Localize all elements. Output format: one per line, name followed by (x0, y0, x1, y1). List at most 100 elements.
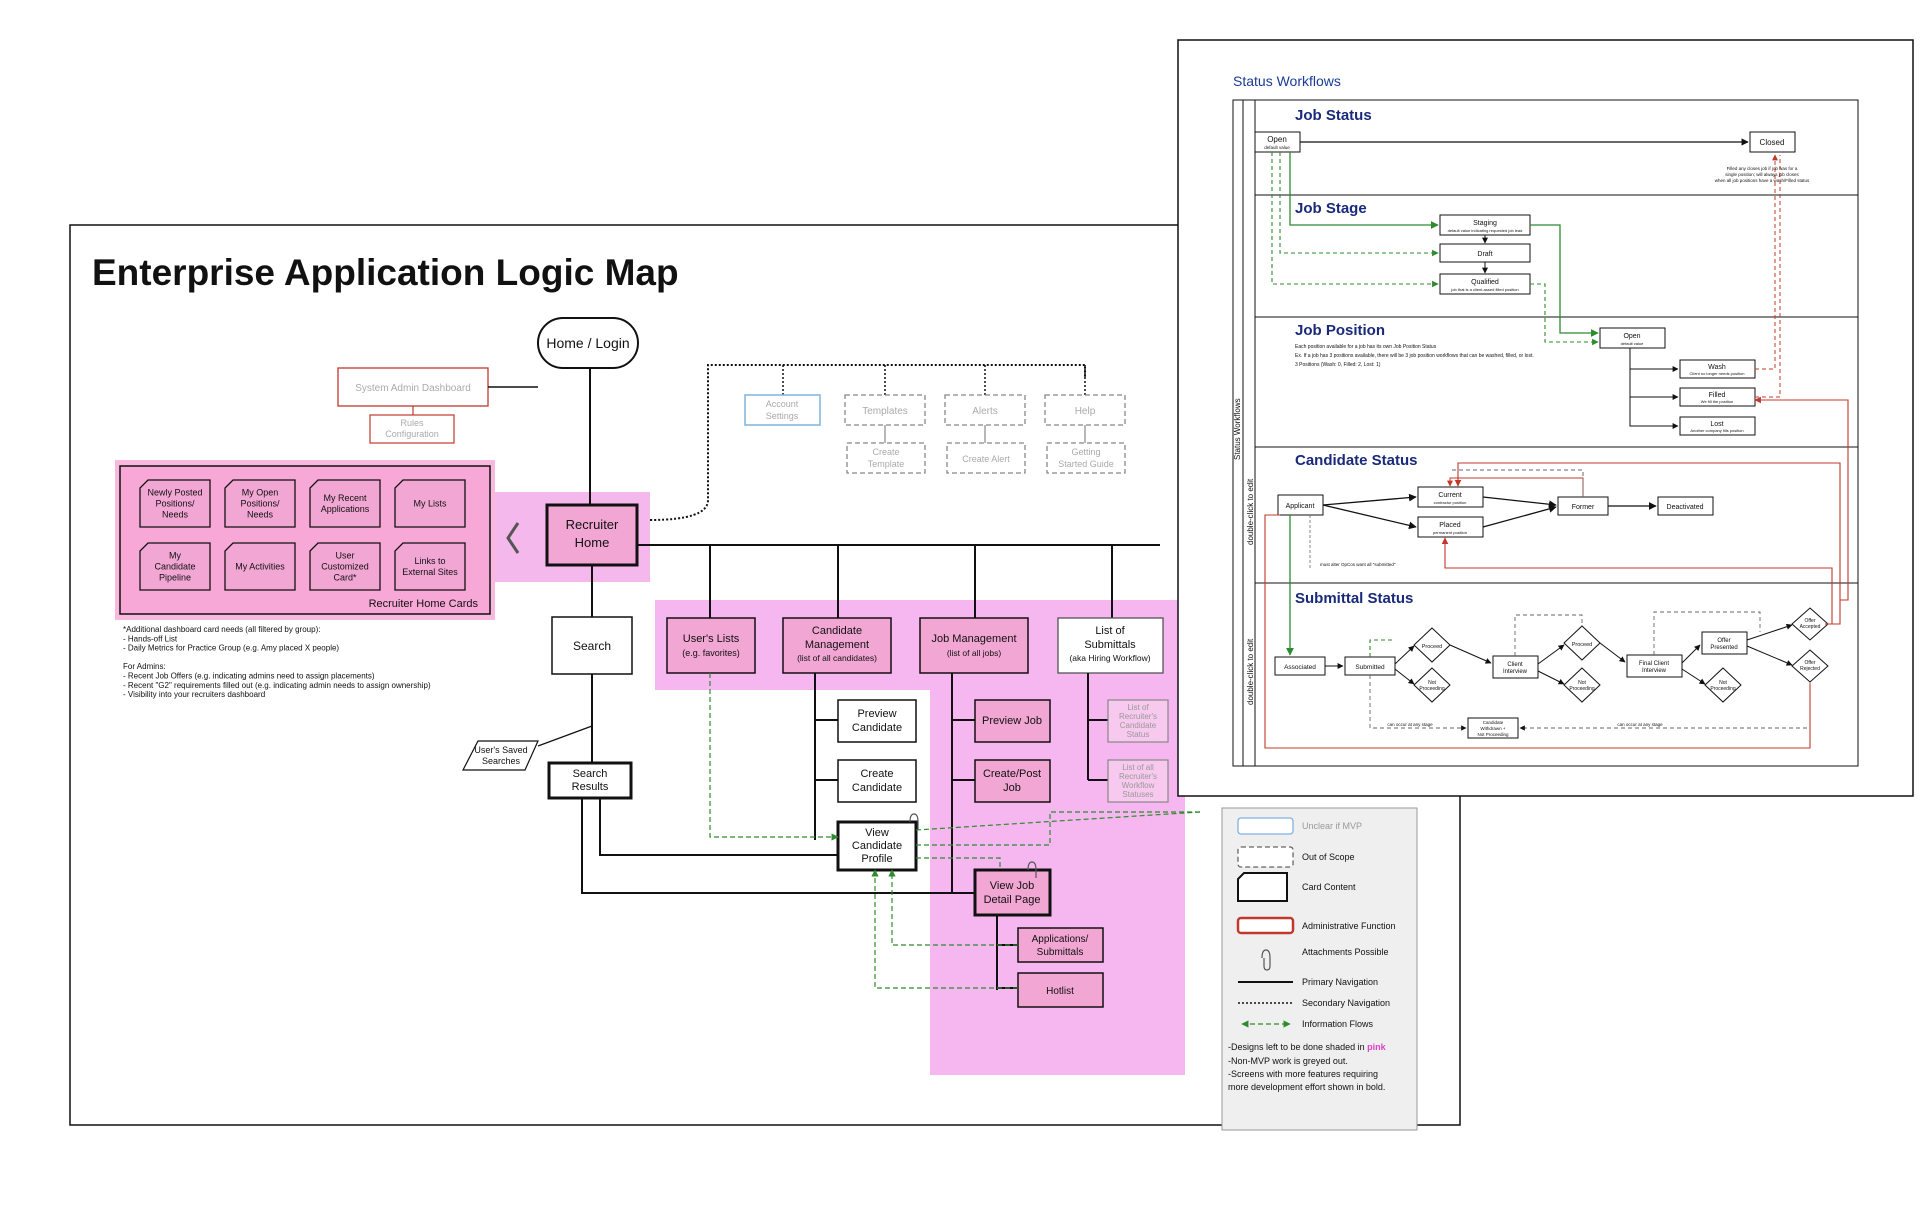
create-alert-node[interactable] (946, 442, 1026, 474)
dashboard-card[interactable] (394, 479, 466, 528)
submittal-proceed-1[interactable] (1413, 627, 1451, 663)
client-interview-2: Interview (1503, 669, 1528, 675)
dashboard-card-label: My Recent (323, 493, 367, 503)
alerts-node[interactable] (944, 394, 1026, 426)
dashboard-card-label: My Activities (235, 562, 285, 572)
final-interview-1: Final Client (1639, 661, 1669, 667)
submittals-2: Submittals (1084, 639, 1136, 651)
submittal-offer-presented[interactable] (1701, 631, 1748, 655)
legend-label: Unclear if MVP (1302, 821, 1362, 831)
applications-2: Submittals (1037, 947, 1084, 958)
search-results-node[interactable] (547, 761, 633, 800)
submittal-notproceeding-2[interactable] (1563, 667, 1601, 703)
job-position-desc-1: Each position available for a job has it… (1295, 344, 1437, 350)
applications-node[interactable] (1017, 927, 1104, 963)
dashboard-card[interactable] (224, 542, 296, 591)
view-job-2: Detail Page (984, 894, 1041, 906)
paperclip-icon (1261, 949, 1271, 971)
submittal-status-title: Submittal Status (1295, 590, 1413, 607)
job-position-lost-sub: Another company fills position (1690, 428, 1743, 433)
account-settings-node[interactable] (744, 394, 821, 426)
status-panel-title: Status Workflows (1233, 73, 1341, 89)
saved-searches-node[interactable] (462, 740, 539, 771)
create-job-node[interactable] (974, 759, 1051, 803)
search-results-2: Results (572, 781, 609, 793)
getting-started-node[interactable] (1046, 442, 1126, 474)
info-flow-lists-candidate (709, 673, 839, 841)
dashboard-card[interactable] (394, 542, 466, 591)
withdrawn-3: Not Proceeding (1477, 732, 1509, 737)
view-candidate-node[interactable] (836, 820, 918, 872)
dashboard-card-label: My Lists (413, 499, 447, 509)
saved-searches-1: User's Saved (474, 745, 527, 755)
view-job-node[interactable] (973, 868, 1052, 917)
job-position-desc-2: Ex. If a job has 3 positions available, … (1295, 353, 1534, 359)
job-position-lost[interactable] (1679, 416, 1756, 436)
preview-candidate-node[interactable] (837, 699, 917, 743)
home-login-node[interactable] (537, 317, 639, 369)
candidate-deactivated-label: Deactivated (1667, 504, 1704, 511)
legend-note-pink: -Designs left to be done shaded in pink (1228, 1042, 1387, 1052)
submittal-withdrawn[interactable] (1467, 717, 1519, 739)
submittal-offer-accepted[interactable] (1791, 607, 1829, 641)
candidate-deactivated[interactable] (1657, 496, 1714, 516)
job-position-open-label: Open (1623, 333, 1640, 340)
hotlist-node[interactable] (1017, 972, 1104, 1008)
submittal-notproceeding-3[interactable] (1704, 667, 1742, 703)
chevron-left-icon[interactable] (506, 522, 520, 554)
candidate-former-label: Former (1572, 504, 1595, 511)
submittal-notproceeding-1[interactable] (1413, 667, 1451, 703)
templates-node[interactable] (844, 394, 926, 426)
job-mgmt-node[interactable] (919, 617, 1029, 674)
submittal-final-interview[interactable] (1626, 654, 1683, 678)
dashboard-card[interactable] (309, 542, 381, 591)
submittals-node[interactable] (1057, 617, 1164, 674)
submittal-client-interview[interactable] (1492, 655, 1539, 679)
help-node[interactable] (1044, 394, 1126, 426)
candidate-mgmt-node[interactable] (782, 617, 892, 674)
recruiter-wf-node[interactable] (1107, 759, 1169, 803)
users-lists-node[interactable] (666, 617, 756, 674)
dashboard-note-line: - Daily Metrics for Practice Group (e.g.… (123, 644, 339, 653)
flow-submitted-np (1394, 668, 1415, 685)
create-template-node[interactable] (846, 442, 926, 474)
offer-presented-1: Offer (1717, 638, 1730, 644)
account-label-1: Account (766, 399, 799, 409)
preview-job-label: Preview Job (982, 715, 1042, 727)
job-status-closed[interactable] (1749, 131, 1796, 153)
candidate-placed-sub: permanent position (1433, 530, 1467, 535)
dashboard-card[interactable] (224, 479, 296, 528)
paperclip-icon (1027, 861, 1037, 878)
recruiter-cand-node[interactable] (1107, 699, 1169, 743)
admin-dashboard-label: System Admin Dashboard (355, 383, 471, 394)
np-2-label-2: Proceeding (1569, 686, 1595, 692)
job-status-open-label: Open (1267, 135, 1287, 144)
dashboard-card[interactable] (309, 479, 381, 528)
preview-job-node[interactable] (974, 699, 1051, 743)
users-lists-2: (e.g. favorites) (682, 648, 740, 658)
recruiter-home-node[interactable] (545, 503, 639, 567)
rules-config-node[interactable] (369, 414, 455, 444)
dashboard-card[interactable] (139, 542, 211, 591)
np-3-label-1: Not (1719, 680, 1727, 686)
offer-accepted-1: Offer (1804, 618, 1815, 624)
dashboard-card-label: Positions/ (155, 499, 195, 509)
dashboard-card-label: Card* (333, 573, 357, 583)
np-1-label-1: Not (1428, 680, 1436, 686)
job-position-open[interactable] (1599, 327, 1666, 349)
dashboard-note-line: *Additional dashboard card needs (all fi… (123, 625, 320, 634)
legend-label: Secondary Navigation (1302, 998, 1390, 1008)
create-candidate-node[interactable] (837, 759, 917, 803)
dashboard-card[interactable] (139, 479, 211, 528)
dashboard-note-line: For Admins: (123, 662, 166, 671)
rules-label-2: Configuration (385, 429, 439, 439)
job-position-open-sub: default value (1621, 341, 1644, 346)
job-stage-draft-label: Draft (1477, 251, 1492, 258)
submittal-proceed-2[interactable] (1563, 625, 1601, 661)
dashboard-note-line: - Hands-off List (123, 634, 178, 643)
legend-card-swatch (1237, 872, 1288, 902)
np-3-label-2: Proceeding (1710, 686, 1736, 692)
flow-interview-np (1537, 670, 1565, 685)
np-2-label-1: Not (1578, 680, 1586, 686)
client-interview-1: Client (1507, 662, 1523, 668)
